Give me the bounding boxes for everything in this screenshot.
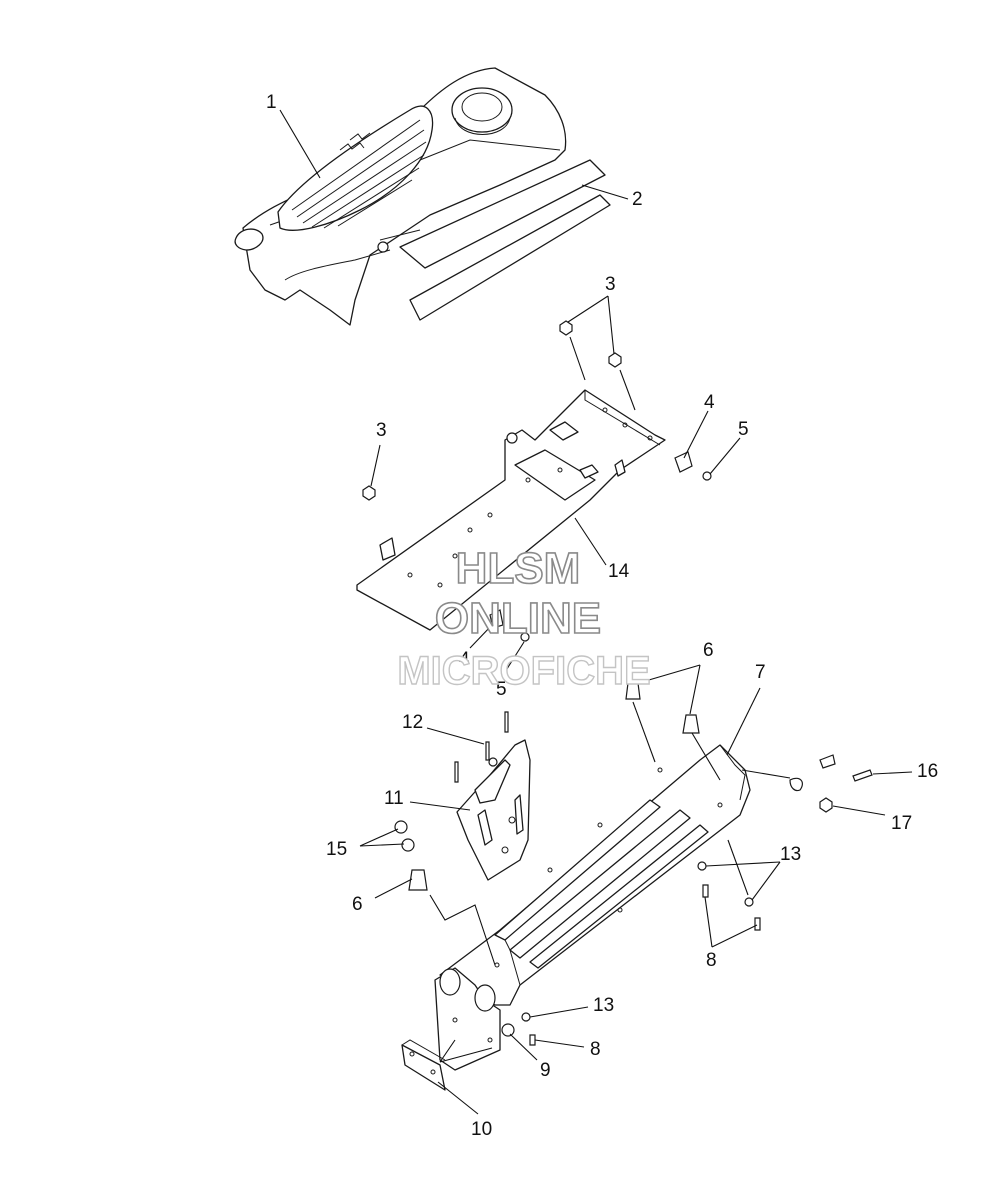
callout-3: 3 [605,274,616,295]
seal-strip-part [399,159,611,321]
callout-7: 7 [755,662,766,683]
callout-16: 16 [917,761,938,782]
nut-3b [608,352,622,368]
callout-11: 11 [384,788,404,809]
bumper-6a [625,682,641,700]
nut-13b [744,897,754,907]
hood-shroud-part [234,67,567,326]
watermark: HLSM ONLINE MICROFICHE [397,543,652,694]
callout-10: 10 [471,1119,492,1140]
watermark-line-1: HLSM [456,544,581,593]
bolt-16b [819,754,836,769]
callout-17: 17 [891,813,912,834]
callout-9: 9 [540,1060,551,1081]
callout-13: 13 [780,844,801,865]
callout-12: 12 [402,712,423,733]
nut-15b [401,838,415,852]
nut-13a [697,861,707,871]
screw-12c [454,761,459,783]
side-bracket-part-11 [456,739,531,881]
hardware-group [362,320,873,1046]
callout-8: 8 [590,1039,601,1060]
washer-9 [501,1023,515,1037]
callout-3: 3 [376,420,387,441]
callout-6: 6 [352,894,363,915]
screw-5a [702,471,712,481]
nut-17 [819,797,833,813]
clip-4b [489,609,504,629]
bumper-6c [408,869,428,891]
bumper-6b [682,714,700,734]
callout-5: 5 [496,679,507,700]
pin-8b [754,917,761,931]
bracket-part-10 [401,1039,446,1091]
upper-plate-part-14 [356,389,666,631]
screw-5b [520,632,530,642]
callout-1: 1 [266,92,277,113]
callout-4: 4 [704,392,715,413]
bolt-16 [852,769,873,782]
callout-13: 13 [593,995,614,1016]
callout-5: 5 [738,419,749,440]
callout-14: 14 [608,561,630,582]
nut-13c [521,1012,531,1022]
callout-15: 15 [326,839,347,860]
watermark-line-2: ONLINE [435,594,601,643]
callout-8: 8 [706,950,717,971]
pin-8a [702,884,709,898]
nut-15a [394,820,408,834]
leader-lines [279,109,913,1115]
pin-8c [529,1034,536,1046]
watermark-line-3: MICROFICHE [397,649,650,693]
callout-4: 4 [459,649,470,670]
nut-3a [559,320,573,336]
lower-tray-part-7 [434,744,751,1071]
nut-3c [362,485,376,501]
callout-2: 2 [632,189,643,210]
clip-4a [674,451,693,473]
screw-12b [485,741,490,761]
screw-12a [504,711,509,733]
callout-6: 6 [703,640,714,661]
callout-labels: 1 2 3 3 4 5 14 4 5 6 7 12 11 15 6 16 17 … [266,92,938,1140]
